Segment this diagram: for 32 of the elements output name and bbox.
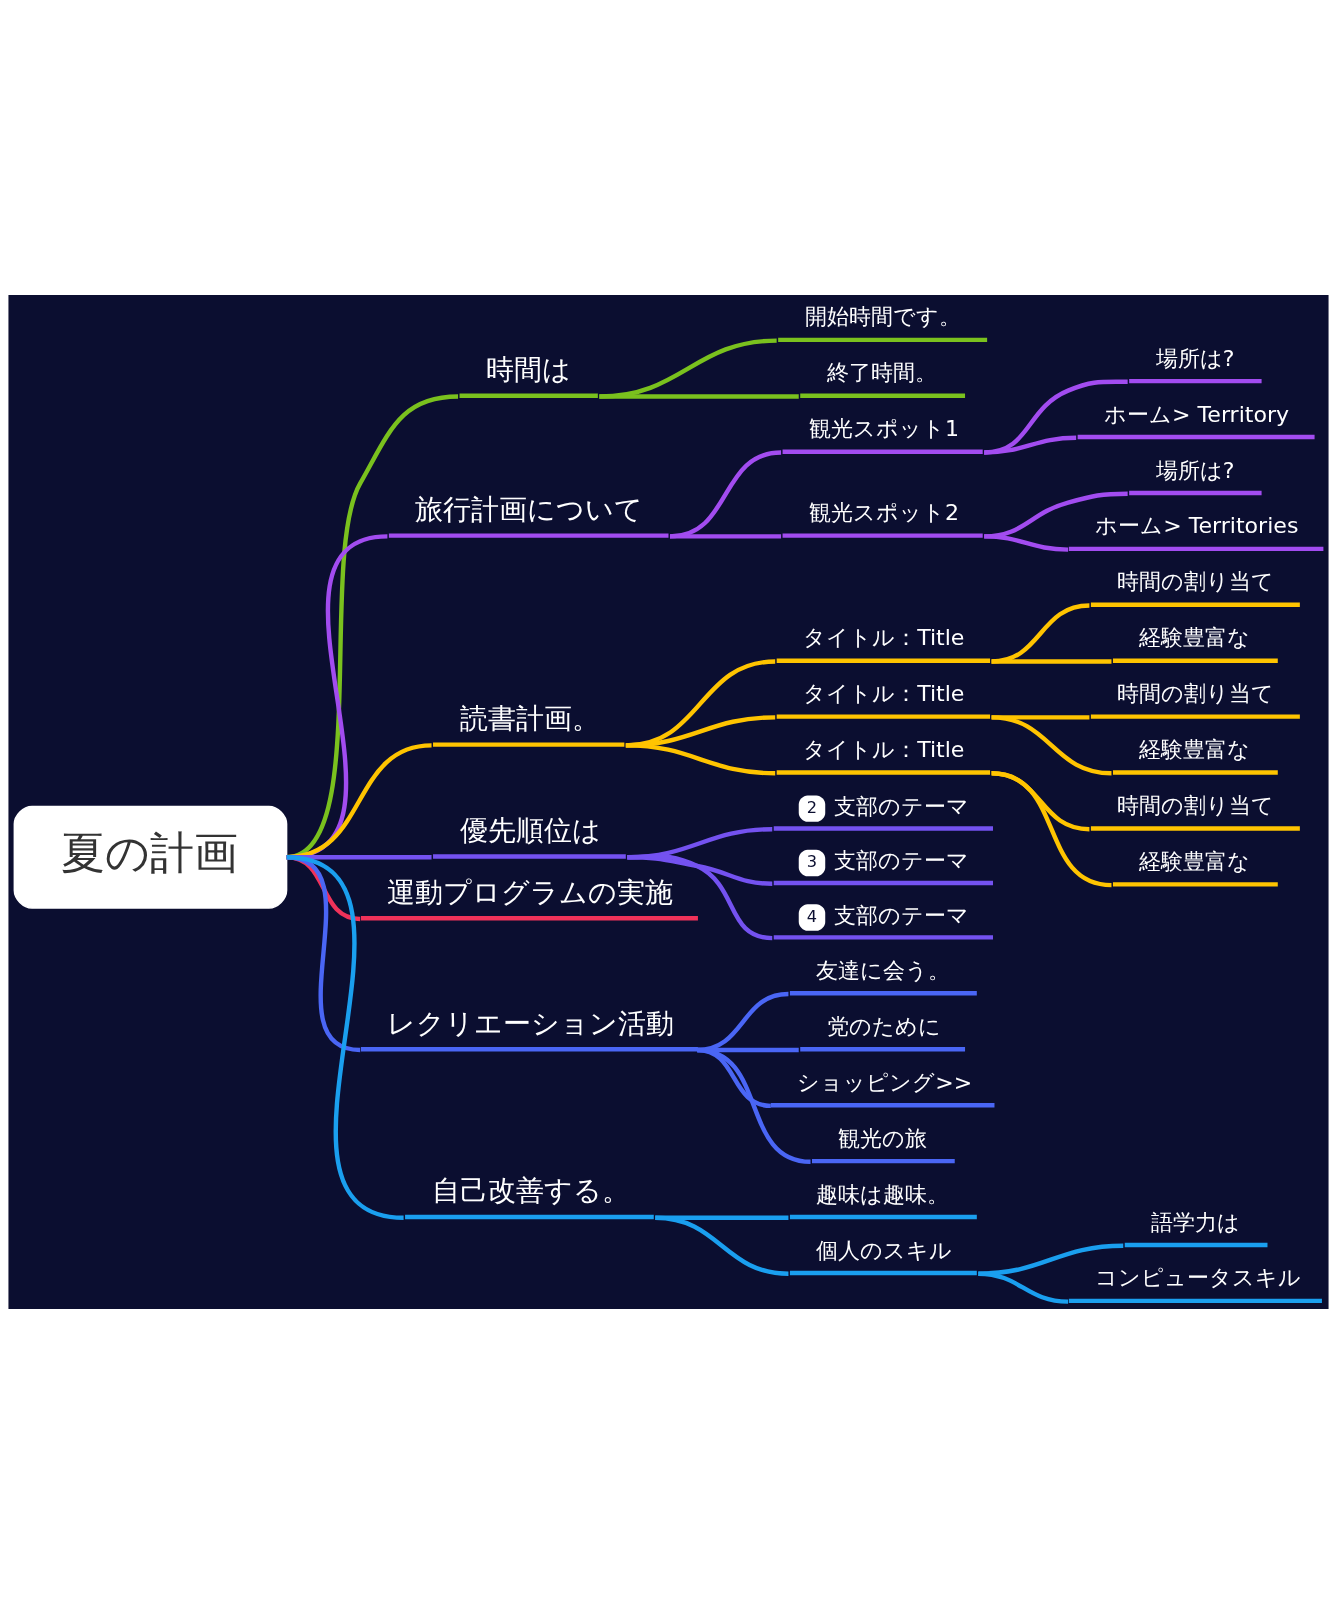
node-label: ホーム> Territory xyxy=(1104,401,1290,427)
node-label: 友達に会う。 xyxy=(816,957,951,983)
node-label: 時間は xyxy=(486,353,572,387)
node-label: タイトル：Title xyxy=(803,625,965,651)
node-label: 観光スポット1 xyxy=(809,416,960,442)
node-label: タイトル：Title xyxy=(803,681,965,707)
node-label: 観光の旅 xyxy=(838,1125,928,1151)
node-label: 時間の割り当て xyxy=(1117,793,1275,819)
node-label: 語学力は xyxy=(1151,1209,1241,1235)
node-label: 時間の割り当て xyxy=(1117,569,1275,595)
node-label: タイトル：Title xyxy=(803,737,965,763)
node-label: 時間の割り当て xyxy=(1117,681,1275,707)
node-label: 読書計画。 xyxy=(459,701,600,735)
node-label: 経験豊富な xyxy=(1139,848,1251,874)
node-label: ショッピング>> xyxy=(797,1069,973,1095)
node-label: レクリエーション活動 xyxy=(387,1006,675,1040)
node-label: 個人のスキル xyxy=(816,1237,953,1263)
node-label: 観光スポット2 xyxy=(809,500,960,526)
node-label: 経験豊富な xyxy=(1139,737,1251,763)
node-label: 優先順位は xyxy=(459,813,601,847)
node-label: 開始時間です。 xyxy=(804,304,961,330)
node-label: 場所は? xyxy=(1155,345,1235,371)
node-label: 自己改善する。 xyxy=(431,1174,630,1208)
node-label: 旅行計画について xyxy=(415,492,644,526)
node-label: 党のために xyxy=(826,1013,941,1039)
node-label: 場所は? xyxy=(1155,457,1235,483)
node-label: 経験豊富な xyxy=(1139,625,1251,651)
node-label: 運動プログラムの実施 xyxy=(387,875,674,909)
node-label: ホーム> Territories xyxy=(1095,513,1299,539)
node-label: 終了時間。 xyxy=(826,360,937,386)
node-label: コンピュータスキル xyxy=(1095,1265,1302,1291)
node-label: 趣味は趣味。 xyxy=(816,1181,950,1207)
